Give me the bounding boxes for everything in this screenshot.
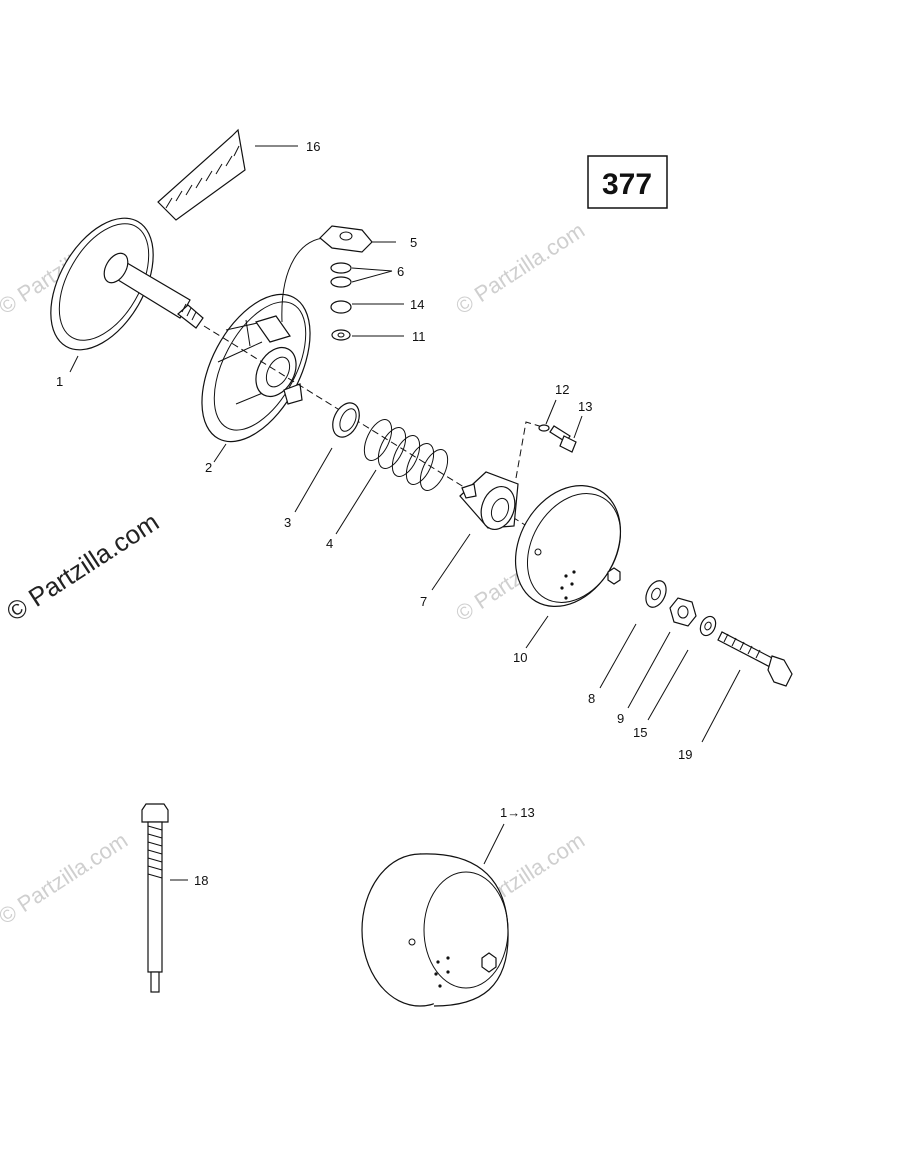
watermark-text-large: © Partzilla.com	[1, 506, 164, 627]
movable-sheave-part	[201, 293, 311, 443]
small-washer-part	[331, 329, 351, 341]
callout-label: 4	[326, 536, 333, 551]
nut-part	[669, 597, 697, 627]
callout-label: 2	[205, 460, 212, 475]
watermark-text: © Partzilla.com	[0, 827, 132, 929]
cam-slider-part	[319, 225, 373, 253]
callout-label: 15	[633, 725, 647, 740]
callout-label: 16	[306, 139, 320, 154]
callout-label: 3	[284, 515, 291, 530]
shim-disc-part	[330, 300, 352, 314]
screw-part	[549, 425, 577, 453]
leader-lines	[69, 145, 741, 881]
callout-label: 10	[513, 650, 527, 665]
callout-labels: 16 5 6 14 11 1 12 13 2 3 4 7 10 8 9 15 1…	[56, 139, 692, 888]
belt-segment-part	[157, 128, 246, 221]
spring-part	[363, 419, 449, 491]
callout-label: 1	[56, 374, 63, 389]
callout-label: 1→13	[500, 805, 535, 820]
callout-label: 19	[678, 747, 692, 762]
callout-label: 9	[617, 711, 624, 726]
callout-label: 5	[410, 235, 417, 250]
cover-part	[514, 485, 622, 607]
callout-label: 14	[410, 297, 424, 312]
callout-label: 8	[588, 691, 595, 706]
reference-number: 377	[602, 168, 652, 201]
callout-label: 12	[555, 382, 569, 397]
bolt-part	[717, 631, 793, 687]
pulley-assembly-part	[361, 853, 509, 1007]
screw-washer-part	[538, 424, 550, 432]
long-bolt-part	[141, 803, 169, 993]
callout-label: 13	[578, 399, 592, 414]
callout-label: 11	[412, 329, 426, 344]
callout-label: 18	[194, 873, 208, 888]
callout-label: 6	[397, 264, 404, 279]
lock-washer-part	[699, 615, 717, 637]
reference-box: 377	[587, 155, 668, 209]
retaining-ring-part	[332, 402, 360, 438]
fixed-sheave-part	[50, 217, 204, 351]
sliding-hub-part	[459, 471, 519, 530]
shim-washers-part	[330, 262, 352, 288]
watermark-text: © Partzilla.com	[451, 217, 589, 319]
callout-label: 7	[420, 594, 427, 609]
flat-washer-part	[645, 580, 667, 608]
